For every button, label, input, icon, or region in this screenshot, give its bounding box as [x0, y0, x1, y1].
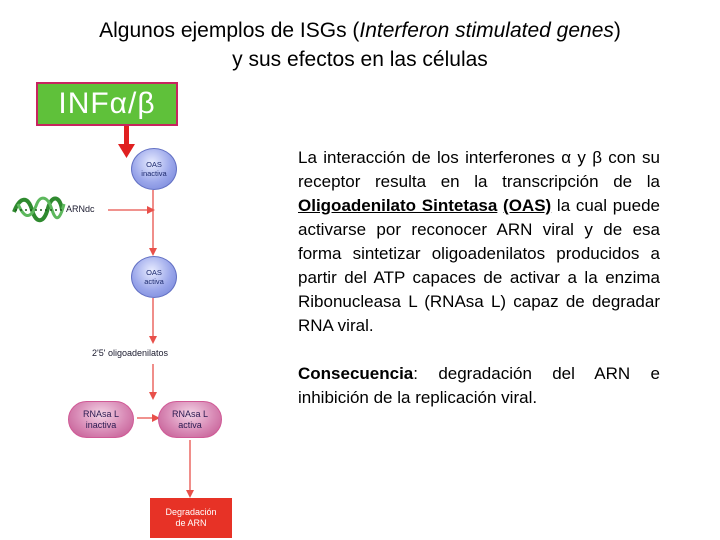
oas-active-line-2: activa — [144, 277, 164, 286]
isg-pathway-diagram: INFα/β OAS inactiva ARNdc OAS activa 2'5… — [0, 0, 290, 540]
oas-active-node: OAS activa — [131, 256, 177, 298]
rnase-active-line-2: activa — [178, 419, 202, 430]
rnase-inactive-line-2: inactiva — [85, 419, 117, 430]
oas-inactive-node: OAS inactiva — [131, 148, 177, 190]
dsrna-icon — [12, 196, 66, 223]
title-line-2: y sus efectos en las células — [232, 48, 488, 71]
interferon-label: INFα/β — [58, 87, 156, 120]
slide-title: Algunos ejemplos de ISGs (Interferon sti… — [0, 16, 720, 74]
oas-inactive-line-1: OAS — [146, 160, 162, 169]
rna-degradation-box: Degradación de ARN — [150, 498, 232, 538]
oas-abbreviation: (OAS) — [503, 196, 552, 215]
rnase-inactive-line-1: RNAsa L — [82, 408, 119, 419]
degradation-line-2: de ARN — [175, 518, 207, 528]
title-italic: Interferon stimulated genes — [359, 19, 614, 42]
arndc-label: ARNdc — [66, 204, 95, 214]
interferon-box: INFα/β — [36, 82, 178, 126]
oas-term: Oligoadenilato Sintetasa — [298, 196, 498, 215]
rnase-l-active-node: RNAsa L activa — [158, 401, 222, 438]
explanation-paragraph: La interacción de los interferones α y β… — [298, 148, 660, 335]
start-arrow — [118, 126, 135, 158]
oas-active-line-1: OAS — [146, 268, 162, 277]
diagram-connectors — [12, 126, 194, 498]
title-line-1: Algunos ejemplos de ISGs (Interferon sti… — [99, 19, 621, 42]
consequence-label: Consecuencia — [298, 364, 414, 383]
rnase-l-inactive-node: RNAsa L inactiva — [68, 401, 134, 438]
rnase-active-line-1: RNAsa L — [171, 408, 208, 419]
explanation-panel: La interacción de los interferones α y β… — [298, 146, 660, 410]
oas-inactive-line-2: inactiva — [141, 169, 167, 178]
consequence-paragraph: Consecuencia: degradación del ARN e inhi… — [298, 364, 660, 407]
degradation-line-1: Degradación — [165, 507, 217, 517]
oligoadenylates-label: 2'5' oligoadenilatos — [92, 348, 168, 358]
